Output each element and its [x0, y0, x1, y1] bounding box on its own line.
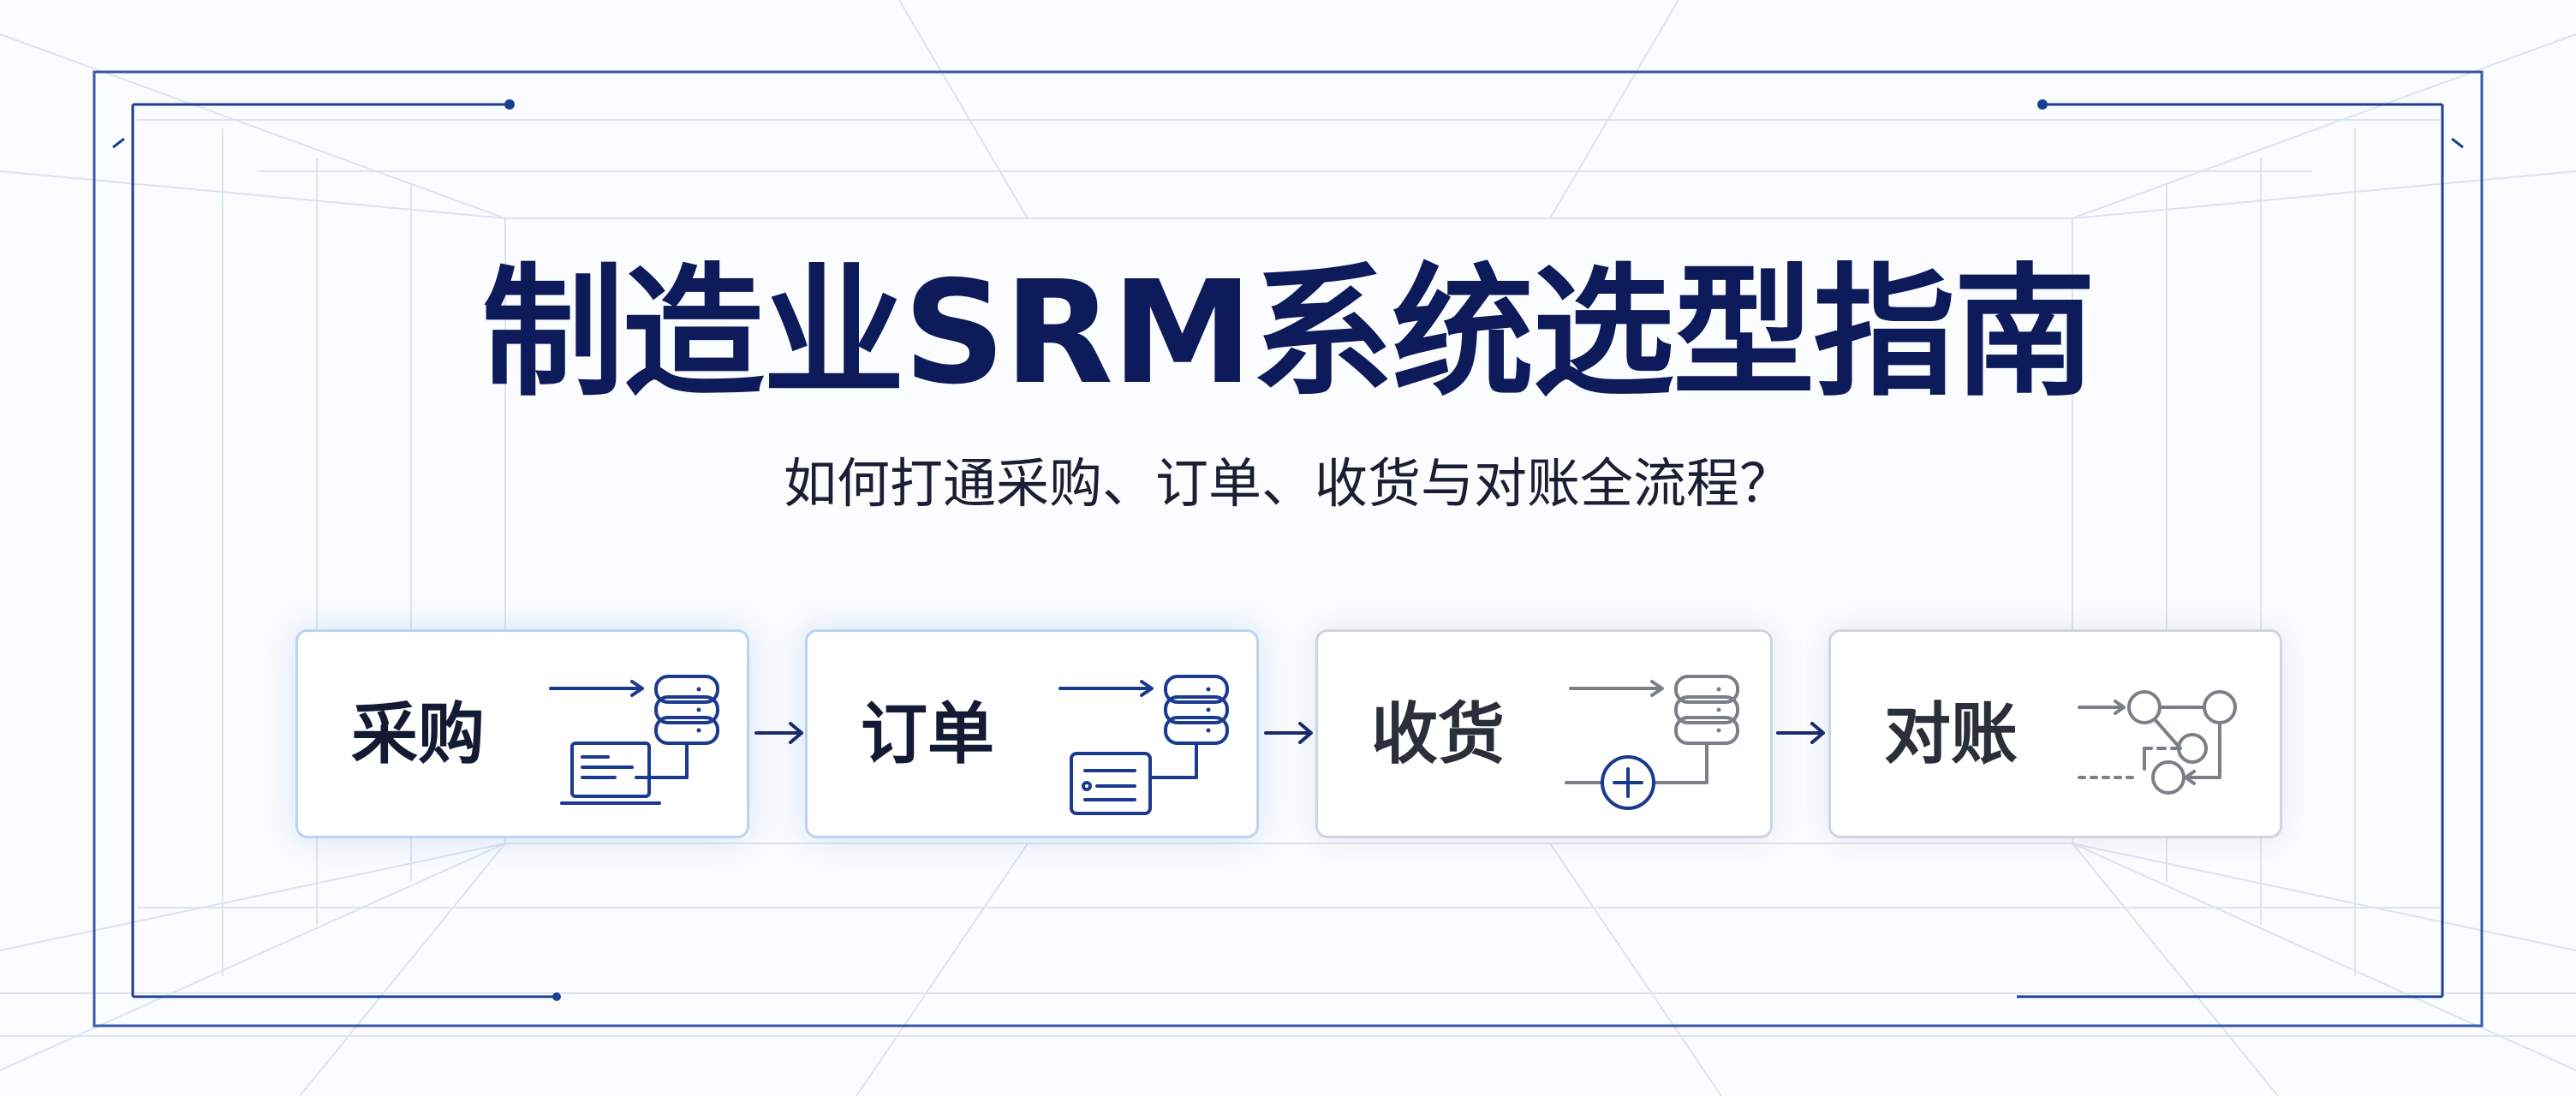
step-card-order: 订单	[805, 629, 1259, 838]
reconciliation-flow-icon	[2078, 690, 2237, 795]
add-database-icon	[1565, 675, 1739, 810]
arrow-right-icon	[754, 722, 803, 744]
invoice-database-icon	[1058, 675, 1229, 815]
page-subtitle: 如何打通采购、订单、收货与对账全流程？	[783, 452, 1792, 515]
page-title: 制造业SRM系统选型指南	[481, 251, 2096, 416]
step-label: 订单	[861, 696, 995, 773]
arrow-right-icon	[1776, 722, 1825, 744]
plus-circle-icon	[1601, 755, 1655, 810]
step-label: 收货	[1371, 696, 1506, 773]
step-card-purchase: 采购	[295, 629, 749, 838]
arrow-right-icon	[1264, 722, 1313, 744]
step-card-reconciliation: 对账	[1828, 629, 2282, 838]
step-card-receiving: 收货	[1315, 629, 1773, 838]
step-label: 采购	[351, 696, 486, 773]
laptop-database-icon	[549, 675, 719, 805]
step-label: 对账	[1884, 696, 2018, 773]
